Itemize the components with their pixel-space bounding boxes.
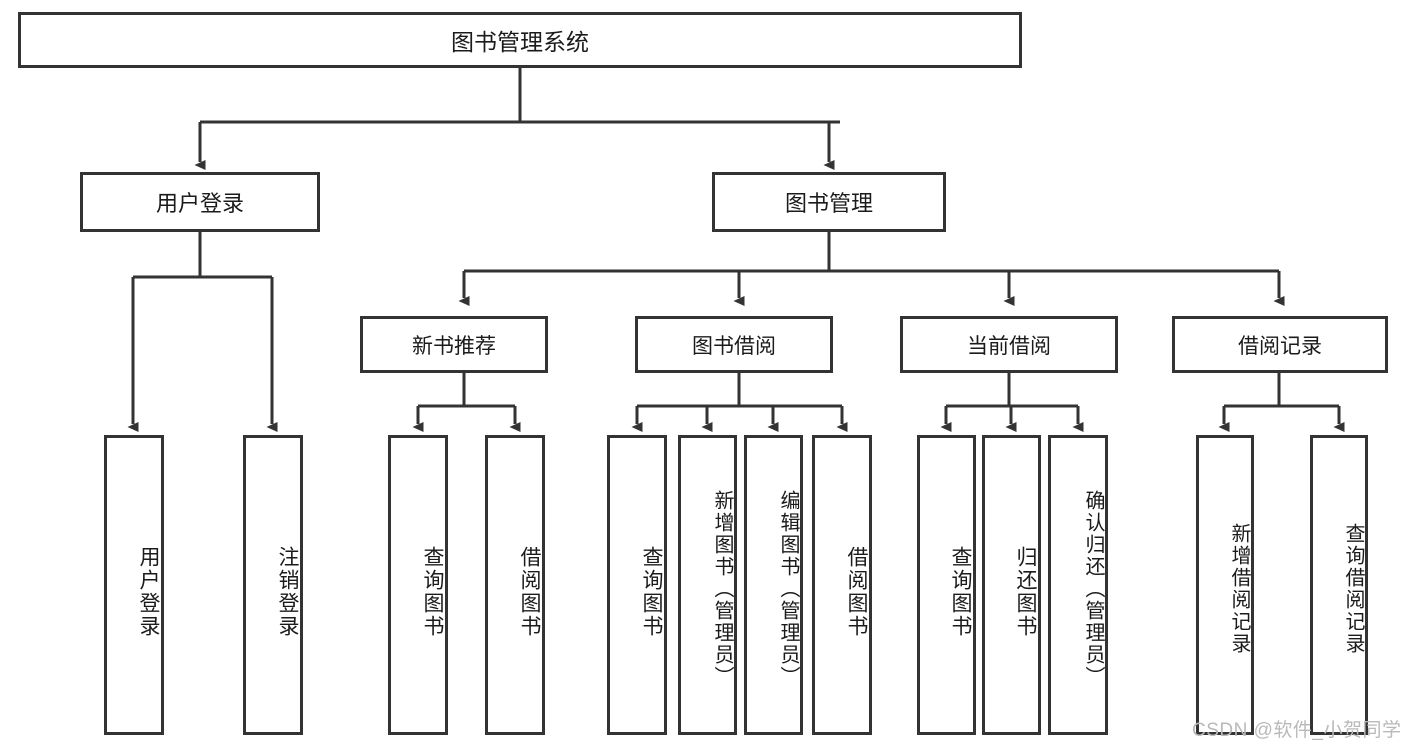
node-new-book-recommend[interactable]: 新书推荐 bbox=[360, 316, 548, 373]
node-book-management-label: 图书管理 bbox=[784, 191, 873, 216]
leaf-user-login-signin[interactable]: 用户登录 bbox=[104, 435, 164, 735]
csdn-watermark: CSDN @软件_小贺同学 bbox=[1192, 720, 1402, 741]
leaf-new-book-query-label: 查询图书 bbox=[421, 546, 444, 638]
leaf-book-borrow-edit-label: 编辑图书（管理员） bbox=[777, 490, 799, 688]
node-root-label: 图书管理系统 bbox=[451, 29, 589, 55]
node-book-borrow-label: 图书借阅 bbox=[692, 334, 776, 358]
leaf-book-borrow-query-label: 查询图书 bbox=[640, 546, 663, 638]
leaf-new-book-borrow-label: 借阅图书 bbox=[518, 546, 541, 638]
node-book-management[interactable]: 图书管理 bbox=[712, 172, 946, 232]
leaf-current-borrow-confirm-label: 确认归还（管理员） bbox=[1082, 490, 1104, 688]
leaf-user-login-signout-label: 注销登录 bbox=[276, 546, 299, 638]
leaf-book-borrow-add[interactable]: 新增图书（管理员） bbox=[678, 435, 737, 735]
leaf-borrow-record-add-label: 新增借阅记录 bbox=[1228, 523, 1250, 655]
leaf-book-borrow-lend-label: 借阅图书 bbox=[845, 546, 868, 638]
leaf-borrow-record-add[interactable]: 新增借阅记录 bbox=[1196, 435, 1254, 735]
leaf-borrow-record-query-label: 查询借阅记录 bbox=[1342, 523, 1364, 655]
node-book-borrow[interactable]: 图书借阅 bbox=[635, 316, 833, 373]
leaf-current-borrow-query-label: 查询图书 bbox=[949, 546, 972, 638]
node-current-borrow[interactable]: 当前借阅 bbox=[900, 316, 1118, 373]
node-borrow-record-label: 借阅记录 bbox=[1238, 334, 1322, 358]
leaf-new-book-query[interactable]: 查询图书 bbox=[388, 435, 448, 735]
node-user-login[interactable]: 用户登录 bbox=[80, 172, 320, 232]
leaf-user-login-signout[interactable]: 注销登录 bbox=[243, 435, 303, 735]
node-current-borrow-label: 当前借阅 bbox=[967, 334, 1051, 358]
leaf-current-borrow-confirm[interactable]: 确认归还（管理员） bbox=[1048, 435, 1108, 735]
node-user-login-label: 用户登录 bbox=[155, 191, 244, 216]
leaf-borrow-record-query[interactable]: 查询借阅记录 bbox=[1310, 435, 1368, 735]
leaf-current-borrow-return[interactable]: 归还图书 bbox=[982, 435, 1041, 735]
leaf-book-borrow-query[interactable]: 查询图书 bbox=[607, 435, 667, 735]
leaf-current-borrow-query[interactable]: 查询图书 bbox=[917, 435, 976, 735]
leaf-book-borrow-lend[interactable]: 借阅图书 bbox=[812, 435, 872, 735]
node-new-book-recommend-label: 新书推荐 bbox=[412, 334, 496, 358]
leaf-user-login-signin-label: 用户登录 bbox=[137, 546, 160, 638]
leaf-current-borrow-return-label: 归还图书 bbox=[1014, 546, 1037, 638]
leaf-new-book-borrow[interactable]: 借阅图书 bbox=[485, 435, 545, 735]
leaf-book-borrow-add-label: 新增图书（管理员） bbox=[711, 490, 733, 688]
leaf-book-borrow-edit[interactable]: 编辑图书（管理员） bbox=[744, 435, 803, 735]
node-borrow-record[interactable]: 借阅记录 bbox=[1172, 316, 1388, 373]
node-root[interactable]: 图书管理系统 bbox=[18, 12, 1022, 68]
